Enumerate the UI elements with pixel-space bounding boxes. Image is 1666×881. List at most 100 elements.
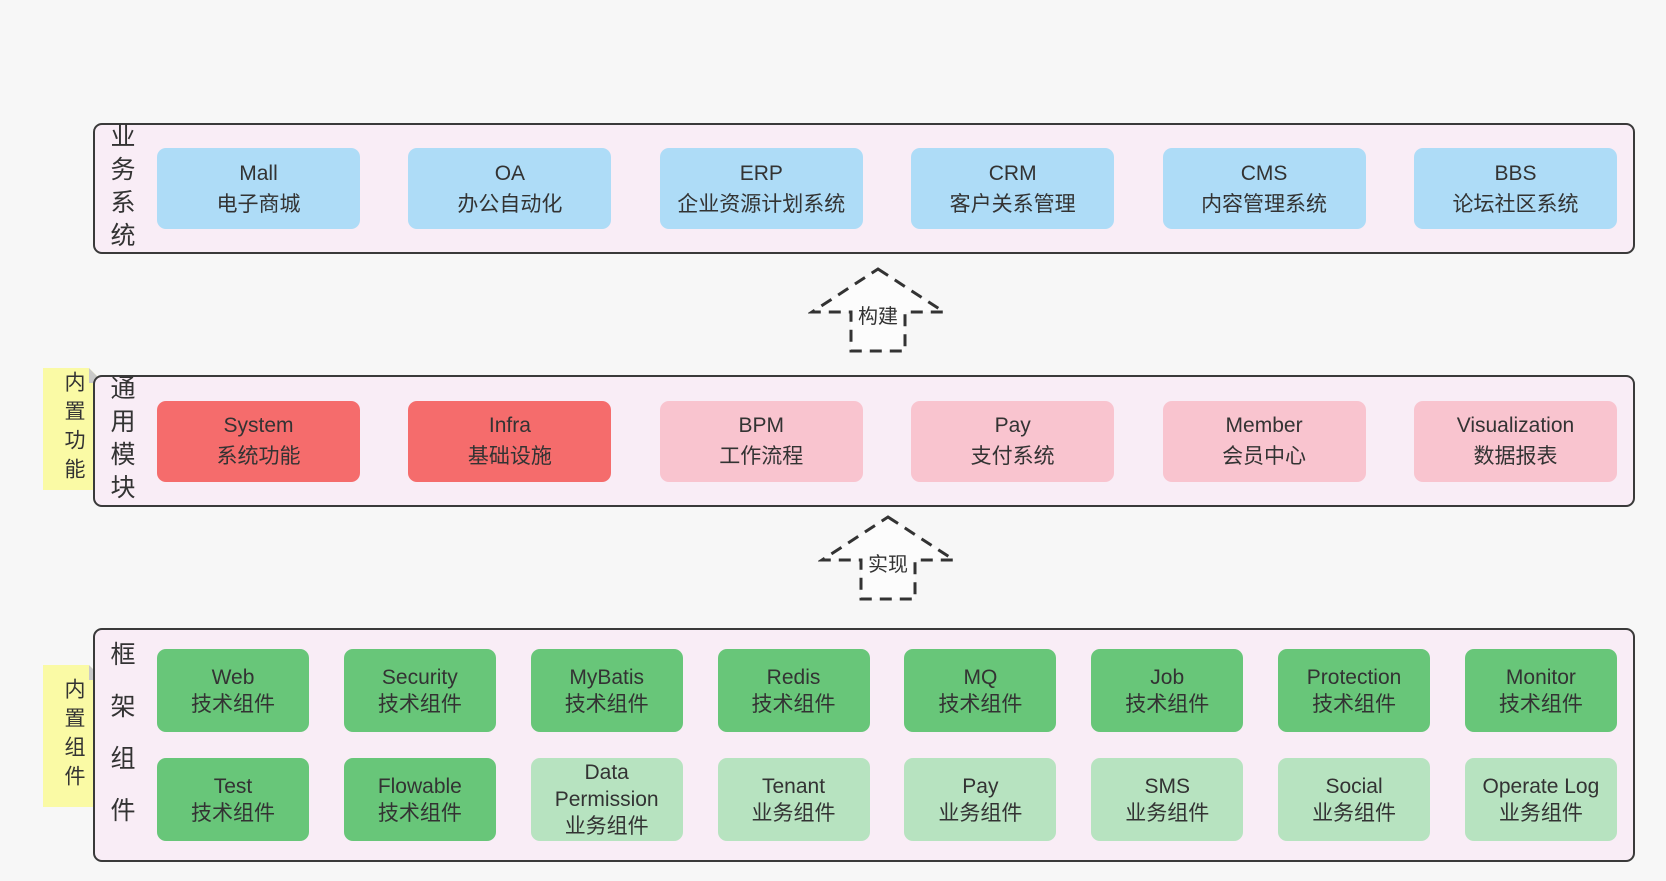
box-row: System 系统功能 Infra 基础设施 BPM 工作流程 Pay 支付系统…: [157, 400, 1617, 482]
layer-label: 框架组件: [107, 641, 135, 849]
box-name: ERP: [739, 161, 783, 185]
box-subtitle: 客户关系管理: [949, 192, 1076, 216]
box-name: Flowable: [377, 774, 462, 798]
arrow-label: 实现: [865, 552, 911, 578]
layer-rows: Web 技术组件 Security 技术组件 MyBatis 技术组件 Redi…: [157, 630, 1617, 860]
box-name: Pay: [994, 414, 1031, 437]
box-name: Social: [1325, 774, 1383, 798]
layer-framework-components: 框架组件 Web 技术组件 Security 技术组件 MyBatis 技术组件…: [93, 628, 1635, 862]
box-name: SMS: [1144, 774, 1190, 798]
box-name: Tenant: [762, 774, 826, 798]
box-subtitle: 技术组件: [377, 801, 462, 825]
layer-label: 业务系统: [107, 122, 135, 255]
box-name: Mall: [239, 161, 278, 185]
box-subtitle: 系统功能: [216, 445, 301, 468]
box-operate-log: Operate Log 业务组件: [1464, 758, 1617, 841]
build-arrow: 构建: [808, 266, 948, 354]
box-infra: Infra 基础设施: [408, 400, 612, 482]
box-name: Data Permission: [554, 761, 659, 811]
box-sms: SMS 业务组件: [1091, 758, 1244, 841]
box-name: Infra: [488, 414, 531, 437]
box-erp: ERP 企业资源计划系统: [659, 148, 863, 229]
box-name: Web: [211, 665, 255, 689]
box-subtitle: 支付系统: [970, 445, 1055, 468]
box-mq: MQ 技术组件: [904, 649, 1057, 732]
box-name: Monitor: [1505, 665, 1576, 689]
box-security: Security 技术组件: [343, 649, 496, 732]
box-name: Security: [381, 665, 458, 689]
box-tenant: Tenant 业务组件: [717, 758, 870, 841]
layer-rows: Mall 电子商城 OA 办公自动化 ERP 企业资源计划系统 CRM 客户关系…: [157, 125, 1617, 252]
box-subtitle: 企业资源计划系统: [677, 192, 846, 216]
box-subtitle: 业务组件: [1498, 801, 1583, 825]
box-name: CRM: [988, 161, 1037, 185]
layer-common-modules: 通用模块 System 系统功能 Infra 基础设施 BPM 工作流程 Pay…: [93, 375, 1635, 507]
box-social: Social 业务组件: [1278, 758, 1431, 841]
box-name: Operate Log: [1482, 774, 1600, 798]
box-pay: Pay 支付系统: [911, 400, 1115, 482]
box-name: BBS: [1494, 161, 1537, 185]
box-subtitle: 业务组件: [564, 815, 649, 838]
box-oa: OA 办公自动化: [408, 148, 612, 229]
box-monitor: Monitor 技术组件: [1464, 649, 1617, 732]
box-subtitle: 技术组件: [751, 692, 836, 716]
box-system: System 系统功能: [157, 400, 360, 482]
box-name: Test: [213, 774, 253, 798]
box-subtitle: 业务组件: [751, 801, 836, 825]
sticky-label: 内置功能: [62, 371, 85, 487]
box-protection: Protection 技术组件: [1278, 649, 1431, 732]
box-test: Test 技术组件: [157, 758, 309, 841]
box-name: Visualization: [1456, 414, 1575, 437]
box-subtitle: 技术组件: [1312, 692, 1397, 716]
box-name: Protection: [1306, 665, 1402, 689]
box-subtitle: 工作流程: [719, 445, 804, 468]
box-row: Mall 电子商城 OA 办公自动化 ERP 企业资源计划系统 CRM 客户关系…: [157, 148, 1617, 229]
box-name: Redis: [766, 665, 821, 689]
box-pay-business: Pay 业务组件: [904, 758, 1057, 841]
box-bbs: BBS 论坛社区系统: [1413, 148, 1617, 229]
layer-rows: System 系统功能 Infra 基础设施 BPM 工作流程 Pay 支付系统…: [157, 377, 1617, 505]
box-cms: CMS 内容管理系统: [1162, 148, 1366, 229]
box-name: Pay: [962, 774, 999, 798]
box-visualization: Visualization 数据报表: [1413, 400, 1617, 482]
box-flowable: Flowable 技术组件: [343, 758, 496, 841]
implement-arrow: 实现: [818, 514, 958, 602]
box-name: OA: [494, 161, 526, 185]
box-name: MyBatis: [569, 665, 645, 689]
box-subtitle: 技术组件: [938, 692, 1023, 716]
box-subtitle: 基础设施: [467, 445, 552, 468]
box-subtitle: 技术组件: [564, 692, 649, 716]
box-subtitle: 业务组件: [1312, 801, 1397, 825]
box-subtitle: 技术组件: [191, 801, 275, 825]
box-crm: CRM 客户关系管理: [911, 148, 1115, 229]
box-subtitle: 技术组件: [191, 692, 275, 716]
layer-label: 通用模块: [107, 375, 135, 507]
layer-business-systems: 业务系统 Mall 电子商城 OA 办公自动化 ERP 企业资源计划系统 CRM…: [93, 122, 1635, 255]
box-name: Job: [1150, 665, 1185, 689]
box-row: Test 技术组件 Flowable 技术组件 Data Permission …: [157, 758, 1617, 841]
box-subtitle: 业务组件: [1125, 801, 1210, 825]
box-subtitle: 电子商城: [216, 192, 301, 216]
box-subtitle: 技术组件: [377, 692, 462, 716]
box-subtitle: 技术组件: [1125, 692, 1210, 716]
box-subtitle: 会员中心: [1222, 445, 1307, 468]
box-web: Web 技术组件: [157, 649, 309, 732]
box-subtitle: 办公自动化: [457, 192, 563, 216]
box-name: CMS: [1240, 161, 1288, 185]
box-subtitle: 技术组件: [1498, 692, 1583, 716]
box-subtitle: 业务组件: [938, 801, 1023, 825]
box-job: Job 技术组件: [1091, 649, 1244, 732]
box-bpm: BPM 工作流程: [659, 400, 863, 482]
box-name: MQ: [963, 665, 998, 689]
arrow-label: 构建: [855, 304, 901, 330]
box-member: Member 会员中心: [1162, 400, 1366, 482]
box-name: System: [223, 414, 294, 437]
box-subtitle: 数据报表: [1473, 445, 1558, 468]
box-data-permission: Data Permission 业务组件: [530, 758, 683, 841]
box-subtitle: 内容管理系统: [1201, 192, 1328, 216]
box-name: BPM: [738, 414, 785, 437]
box-mall: Mall 电子商城: [157, 148, 360, 229]
box-name: Member: [1225, 414, 1303, 437]
sticky-label: 内置组件: [62, 678, 85, 794]
